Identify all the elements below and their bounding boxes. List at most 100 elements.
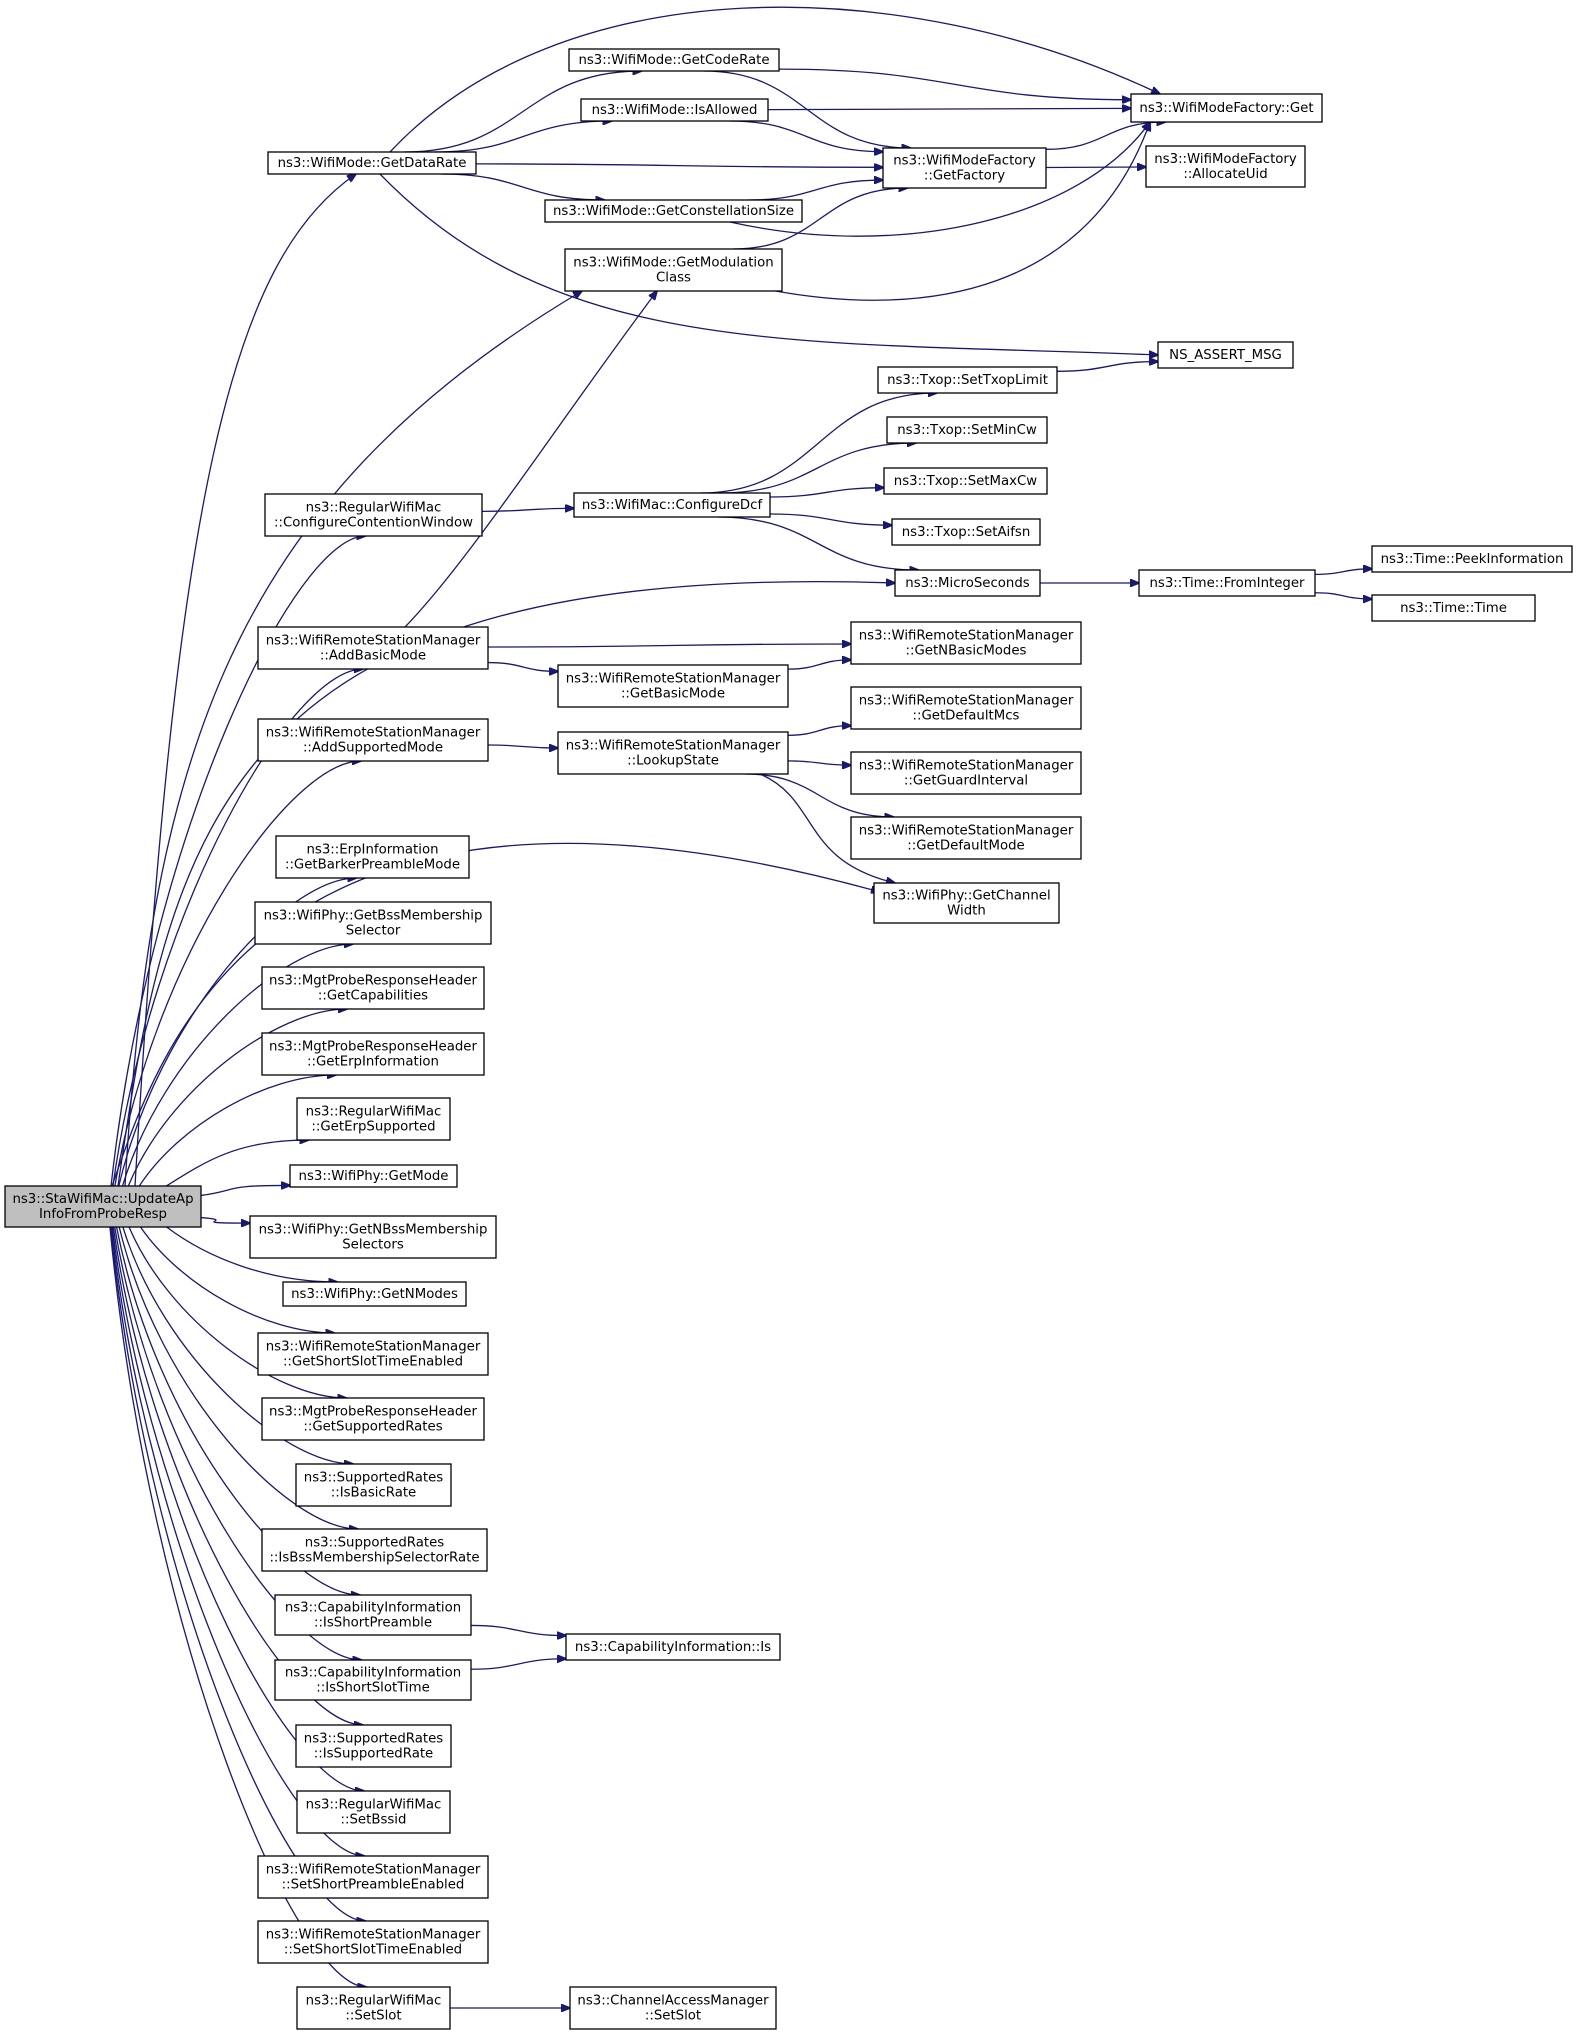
node-label-line: ns3::WifiRemoteStationManager xyxy=(859,694,1074,709)
node-getBasicMode[interactable]: ns3::WifiRemoteStationManager::GetBasicM… xyxy=(557,664,789,708)
node-box xyxy=(295,1463,452,1507)
call-arrow xyxy=(787,726,851,736)
node-box xyxy=(882,147,1047,189)
call-arrow xyxy=(114,1226,362,1660)
node-box xyxy=(564,248,783,292)
call-arrow xyxy=(700,393,936,494)
node-label-line: ns3::CapabilityInformation::Is xyxy=(575,1640,771,1655)
node-label-line: ::GetNBasicModes xyxy=(906,644,1027,659)
node-allocateUid[interactable]: ns3::WifiModeFactory::AllocateUid xyxy=(1145,145,1306,188)
node-isShortPre[interactable]: ns3::CapabilityInformation::IsShortPream… xyxy=(274,1594,472,1636)
node-label-line: ns3::ChannelAccessManager xyxy=(577,1994,769,2009)
edge-lookupState-to-getGuardInt xyxy=(787,760,851,765)
node-box xyxy=(264,493,483,537)
node-getErpSupp[interactable]: ns3::RegularWifiMac::GetErpSupported xyxy=(296,1097,451,1141)
node-setTxopLimit[interactable]: ns3::Txop::SetTxopLimit xyxy=(877,366,1058,394)
call-arrow xyxy=(769,488,884,498)
call-arrow xyxy=(109,1226,366,1921)
node-label-line: ns3::WifiRemoteStationManager xyxy=(859,629,1074,644)
node-label-line: ::GetDefaultMcs xyxy=(913,709,1020,724)
node-fromInteger[interactable]: ns3::Time::FromInteger xyxy=(1138,569,1316,597)
node-label-line: ns3::WifiRemoteStationManager xyxy=(566,672,781,687)
node-peekInfo[interactable]: ns3::Time::PeekInformation xyxy=(1371,545,1573,573)
node-capIs[interactable]: ns3::CapabilityInformation::Is xyxy=(565,1633,781,1661)
node-getDefaultMode[interactable]: ns3::WifiRemoteStationManager::GetDefaul… xyxy=(850,816,1082,860)
node-box xyxy=(274,1659,472,1701)
node-getCodeRate[interactable]: ns3::WifiMode::GetCodeRate xyxy=(568,48,780,72)
node-setShortSlotEn[interactable]: ns3::WifiRemoteStationManager::SetShortS… xyxy=(257,1920,489,1964)
node-getGuardInt[interactable]: ns3::WifiRemoteStationManager::GetGuardI… xyxy=(850,751,1082,795)
node-setMaxCw[interactable]: ns3::Txop::SetMaxCw xyxy=(883,467,1048,495)
call-arrow xyxy=(112,669,363,1187)
node-label-line: ::SetShortPreambleEnabled xyxy=(282,1878,465,1893)
node-label-line: ns3::Txop::SetTxopLimit xyxy=(887,373,1048,388)
node-getErpInfo[interactable]: ns3::MgtProbeResponseHeader::GetErpInfor… xyxy=(261,1032,485,1076)
node-label-line: ns3::Txop::SetMaxCw xyxy=(894,474,1038,489)
node-getMode[interactable]: ns3::WifiPhy::GetMode xyxy=(289,1164,458,1188)
call-arrow xyxy=(481,508,574,511)
node-label-line: ns3::RegularWifiMac xyxy=(306,1105,442,1120)
node-isBssSelRate[interactable]: ns3::SupportedRates::IsBssMembershipSele… xyxy=(261,1528,488,1572)
call-arrow xyxy=(487,745,558,748)
call-arrow xyxy=(769,513,892,525)
node-isSuppRate[interactable]: ns3::SupportedRates::IsSupportedRate xyxy=(295,1724,452,1768)
node-getSuppRates[interactable]: ns3::MgtProbeResponseHeader::GetSupporte… xyxy=(261,1397,485,1441)
node-getFactory[interactable]: ns3::WifiModeFactory::GetFactory xyxy=(882,147,1047,189)
node-getNModes[interactable]: ns3::WifiPhy::GetNModes xyxy=(282,1281,467,1307)
node-chanSetSlot[interactable]: ns3::ChannelAccessManager::SetSlot xyxy=(569,1986,777,2030)
node-lookupState[interactable]: ns3::WifiRemoteStationManager::LookupSta… xyxy=(557,731,789,775)
call-arrow xyxy=(138,1075,336,1187)
node-label-line: ::IsBssMembershipSelectorRate xyxy=(269,1551,479,1566)
function-nodes: ns3::StaWifiMac::UpdateApInfoFromProbeRe… xyxy=(4,48,1573,2030)
node-setMinCw[interactable]: ns3::Txop::SetMinCw xyxy=(886,416,1048,444)
node-label-line: ::SetShortSlotTimeEnabled xyxy=(284,1943,462,1958)
node-getDataRate[interactable]: ns3::WifiMode::GetDataRate xyxy=(267,151,477,175)
node-addSuppMode[interactable]: ns3::WifiRemoteStationManager::AddSuppor… xyxy=(257,718,489,762)
node-label-line: ::IsSupportedRate xyxy=(314,1747,433,1762)
edge-root-to-getErpInfo xyxy=(138,1075,336,1187)
call-arrow xyxy=(122,1226,353,1464)
node-setAifsn[interactable]: ns3::Txop::SetAifsn xyxy=(891,518,1041,546)
node-addBasicMode[interactable]: ns3::WifiRemoteStationManager::AddBasicM… xyxy=(257,626,489,670)
node-isShortSlot[interactable]: ns3::CapabilityInformation::IsShortSlotT… xyxy=(274,1659,472,1701)
call-arrow xyxy=(128,1226,346,1398)
node-setSlot[interactable]: ns3::RegularWifiMac::SetSlot xyxy=(296,1986,451,2030)
edge-root-to-getBarker xyxy=(118,878,356,1187)
node-label-line: ::GetDefaultMode xyxy=(907,839,1024,854)
edge-configCW-to-configDcf xyxy=(481,508,574,511)
node-isBasicRate[interactable]: ns3::SupportedRates::IsBasicRate xyxy=(295,1463,452,1507)
node-box xyxy=(257,718,489,762)
node-root[interactable]: ns3::StaWifiMac::UpdateApInfoFromProbeRe… xyxy=(4,1185,202,1228)
node-getDefaultMcs[interactable]: ns3::WifiRemoteStationManager::GetDefaul… xyxy=(850,686,1082,730)
node-getBarker[interactable]: ns3::ErpInformation::GetBarkerPreambleMo… xyxy=(275,835,470,879)
node-getCaps[interactable]: ns3::MgtProbeResponseHeader::GetCapabili… xyxy=(261,966,485,1010)
node-setBssid[interactable]: ns3::RegularWifiMac::SetBssid xyxy=(296,1790,451,1834)
call-arrow xyxy=(166,1140,308,1187)
node-getConstSize[interactable]: ns3::WifiMode::GetConstellationSize xyxy=(544,199,803,223)
edge-root-to-setShortSlotEn xyxy=(109,1226,366,1921)
node-box xyxy=(850,621,1082,665)
node-label-line: ::IsShortPreamble xyxy=(314,1616,432,1631)
node-getShortSlotEn[interactable]: ns3::WifiRemoteStationManager::GetShortS… xyxy=(257,1332,489,1376)
node-assertMsg[interactable]: NS_ASSERT_MSG xyxy=(1157,341,1294,369)
edge-root-to-configCW xyxy=(110,536,365,1187)
node-label-line: ns3::MgtProbeResponseHeader xyxy=(269,974,477,989)
node-getNBasicModes[interactable]: ns3::WifiRemoteStationManager::GetNBasic… xyxy=(850,621,1082,665)
node-configDcf[interactable]: ns3::WifiMac::ConfigureDcf xyxy=(573,492,771,518)
node-configCW[interactable]: ns3::RegularWifiMac::ConfigureContention… xyxy=(264,493,483,537)
node-isAllowed[interactable]: ns3::WifiMode::IsAllowed xyxy=(580,98,769,122)
edge-root-to-getNBssSel xyxy=(200,1216,250,1224)
node-box xyxy=(850,751,1082,795)
node-setShortPreEn[interactable]: ns3::WifiRemoteStationManager::SetShortP… xyxy=(257,1855,489,1899)
node-box xyxy=(1145,145,1306,188)
node-box xyxy=(891,518,1041,546)
node-timeTime[interactable]: ns3::Time::Time xyxy=(1371,594,1536,622)
node-factoryGet[interactable]: ns3::WifiModeFactory::Get xyxy=(1130,93,1323,123)
node-label-line: ns3::WifiModeFactory xyxy=(1154,152,1297,167)
node-microSeconds[interactable]: ns3::MicroSeconds xyxy=(894,569,1041,597)
edge-root-to-getCaps xyxy=(127,1009,347,1187)
